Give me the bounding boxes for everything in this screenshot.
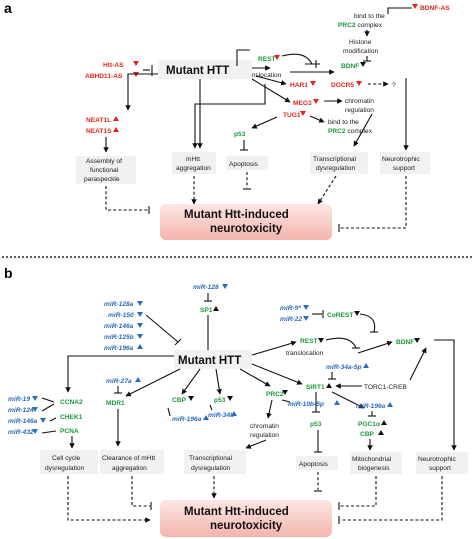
mir124-label: miR-124 [8, 407, 34, 414]
bdnf-label-b: BDNF [396, 339, 414, 346]
pcna-label: PCNA [60, 428, 79, 435]
chek1-label: CHEK1 [60, 414, 83, 421]
pgc1a-label: PGC1α [358, 421, 380, 428]
p53-label-b: p53 [214, 397, 226, 404]
rest-label-b: REST [300, 338, 318, 345]
mhtt-2: aggregation [176, 165, 211, 172]
cell-cycle-1: Cell cycle [52, 455, 81, 462]
abhd11-as-label: ABHD11-AS [85, 73, 123, 80]
mir146a-left-label: miR-146a [8, 418, 38, 425]
histone-text-1: Histone [349, 39, 372, 46]
mir196a-mid-label: miR-196a [172, 416, 202, 423]
mir196a-right-label: miR-196a [356, 403, 386, 410]
mir34b-label: miR-34b [208, 412, 234, 419]
prc2-complex-top-text: PRC2 complex [338, 22, 383, 29]
p53-right-label: p53 [310, 421, 322, 428]
bdnf-as-label: BDNF-AS [420, 5, 450, 12]
panel-a-label: a [4, 0, 12, 16]
mir27a-label: miR-27a [106, 378, 132, 385]
cbp-label: CBP [172, 397, 187, 404]
cell-cycle-2: dysregulation [45, 465, 85, 472]
panel-b-label: b [4, 265, 13, 281]
neurotrophic-a-2: support [393, 165, 415, 172]
mdr1-label: MDR1 [106, 400, 125, 407]
mutant-htt-a: Mutant HTT [166, 65, 229, 77]
mir128a-label: miR-128a [104, 301, 134, 308]
outcome-b-1: Mutant Htt-induced [184, 506, 289, 518]
assembly-2: functional [90, 167, 119, 174]
cbp-right-label: CBP [360, 431, 375, 438]
mir22-label: miR-22 [280, 316, 302, 323]
assembly-3: paraspeckle [84, 176, 120, 183]
mhtt-1: mHtt [186, 156, 200, 163]
mir125b-label: miR-125b [104, 334, 134, 341]
mir196a-top-label: miR-196a [104, 345, 134, 352]
clearance-2: aggregation [112, 465, 147, 472]
chromatin-a-1: chromatin [345, 98, 374, 105]
question-mark: ? [392, 82, 396, 89]
rest-translocation-a: translocation [244, 72, 282, 79]
mir9-label: miR-9* [280, 305, 301, 312]
mito-1: Mitochondrial [352, 456, 392, 463]
dgcr5-label: DGCR5 [331, 82, 354, 89]
mir19-label: miR-19 [8, 396, 30, 403]
har1-label: HAR1 [290, 82, 308, 89]
chromatin-a-2: regulation [345, 107, 374, 114]
clearance-1: Clearance of mHtt [102, 455, 155, 462]
prc2-complex-mid-text: PRC2 complex [328, 128, 373, 135]
prc2-label-b: PRC2 [266, 391, 284, 398]
mir150-label: miR-150 [108, 312, 134, 319]
mir432-label: miR-432 [8, 429, 34, 436]
panel-b: b miR-128 SP1 miR-128a miR-150 miR-146a … [4, 265, 468, 537]
neurotrophic-a-1: Neurotrophic [382, 156, 420, 163]
sirt1-label: SIRT1 [306, 384, 325, 391]
outcome-a-2: neurotoxicity [210, 223, 283, 235]
neat1l-label: NEAT1L [86, 117, 111, 124]
edge-rest-bdnf-a [281, 53, 320, 65]
neat1s-label: NEAT1S [86, 128, 112, 135]
bind-prc2-mid-text: bind to the [328, 119, 359, 126]
chromatin-b-2: regulation [250, 432, 279, 439]
p53-label-a: p53 [234, 131, 246, 138]
chromatin-b-1: chromatin [250, 423, 279, 430]
rest-label-a: REST [258, 56, 276, 63]
rest-translocation-b: translocation [286, 350, 324, 357]
assembly-1: Assembly of [86, 158, 122, 165]
panel-a: a BDNF-AS bind to the PRC2 complex Histo… [4, 0, 450, 240]
htt-as-label: Htt-AS [103, 62, 124, 69]
torc1-label: TORC1-CREB [364, 384, 407, 391]
transcriptional-a-2: dysregulation [316, 165, 356, 172]
histone-text-2: modification [343, 48, 379, 55]
mir128-label: miR-128 [193, 284, 219, 291]
edge-bdnfas-prc2 [387, 7, 412, 14]
mito-2: biogenesis [358, 465, 390, 472]
bdnf-label-a: BDNF [341, 63, 359, 70]
neurotrophic-b-2: support [429, 465, 451, 472]
transcriptional-a-1: Transcriptional [313, 156, 357, 163]
mir10b5p-label: miR-10b-5p [288, 401, 324, 408]
corest-label: CoREST [327, 312, 353, 319]
apoptosis-a: Apoptosis [229, 161, 259, 168]
tug1-label: TUG1 [283, 112, 301, 119]
ccna2-label: CCNA2 [60, 399, 83, 406]
mir34a5p-label: miR-34a-5p [326, 364, 362, 371]
apoptosis-b: Apoptosis [299, 461, 329, 468]
mutant-htt-b: Mutant HTT [178, 355, 241, 367]
bdnf-as-up-icon [412, 4, 418, 9]
outcome-b-2: neurotoxicity [210, 520, 283, 532]
mir146a-label: miR-146a [104, 323, 134, 330]
transcriptional-b-2: dysregulation [191, 465, 231, 472]
sp1-label: SP1 [200, 307, 213, 314]
neurotrophic-b-1: Neurotrophic [418, 456, 456, 463]
outcome-a-1: Mutant Htt-induced [184, 209, 289, 221]
transcriptional-b-1: Transcriptional [189, 455, 233, 462]
meg3-label: MEG3 [293, 100, 312, 107]
bind-prc2-top-text: bind to the [354, 13, 385, 20]
